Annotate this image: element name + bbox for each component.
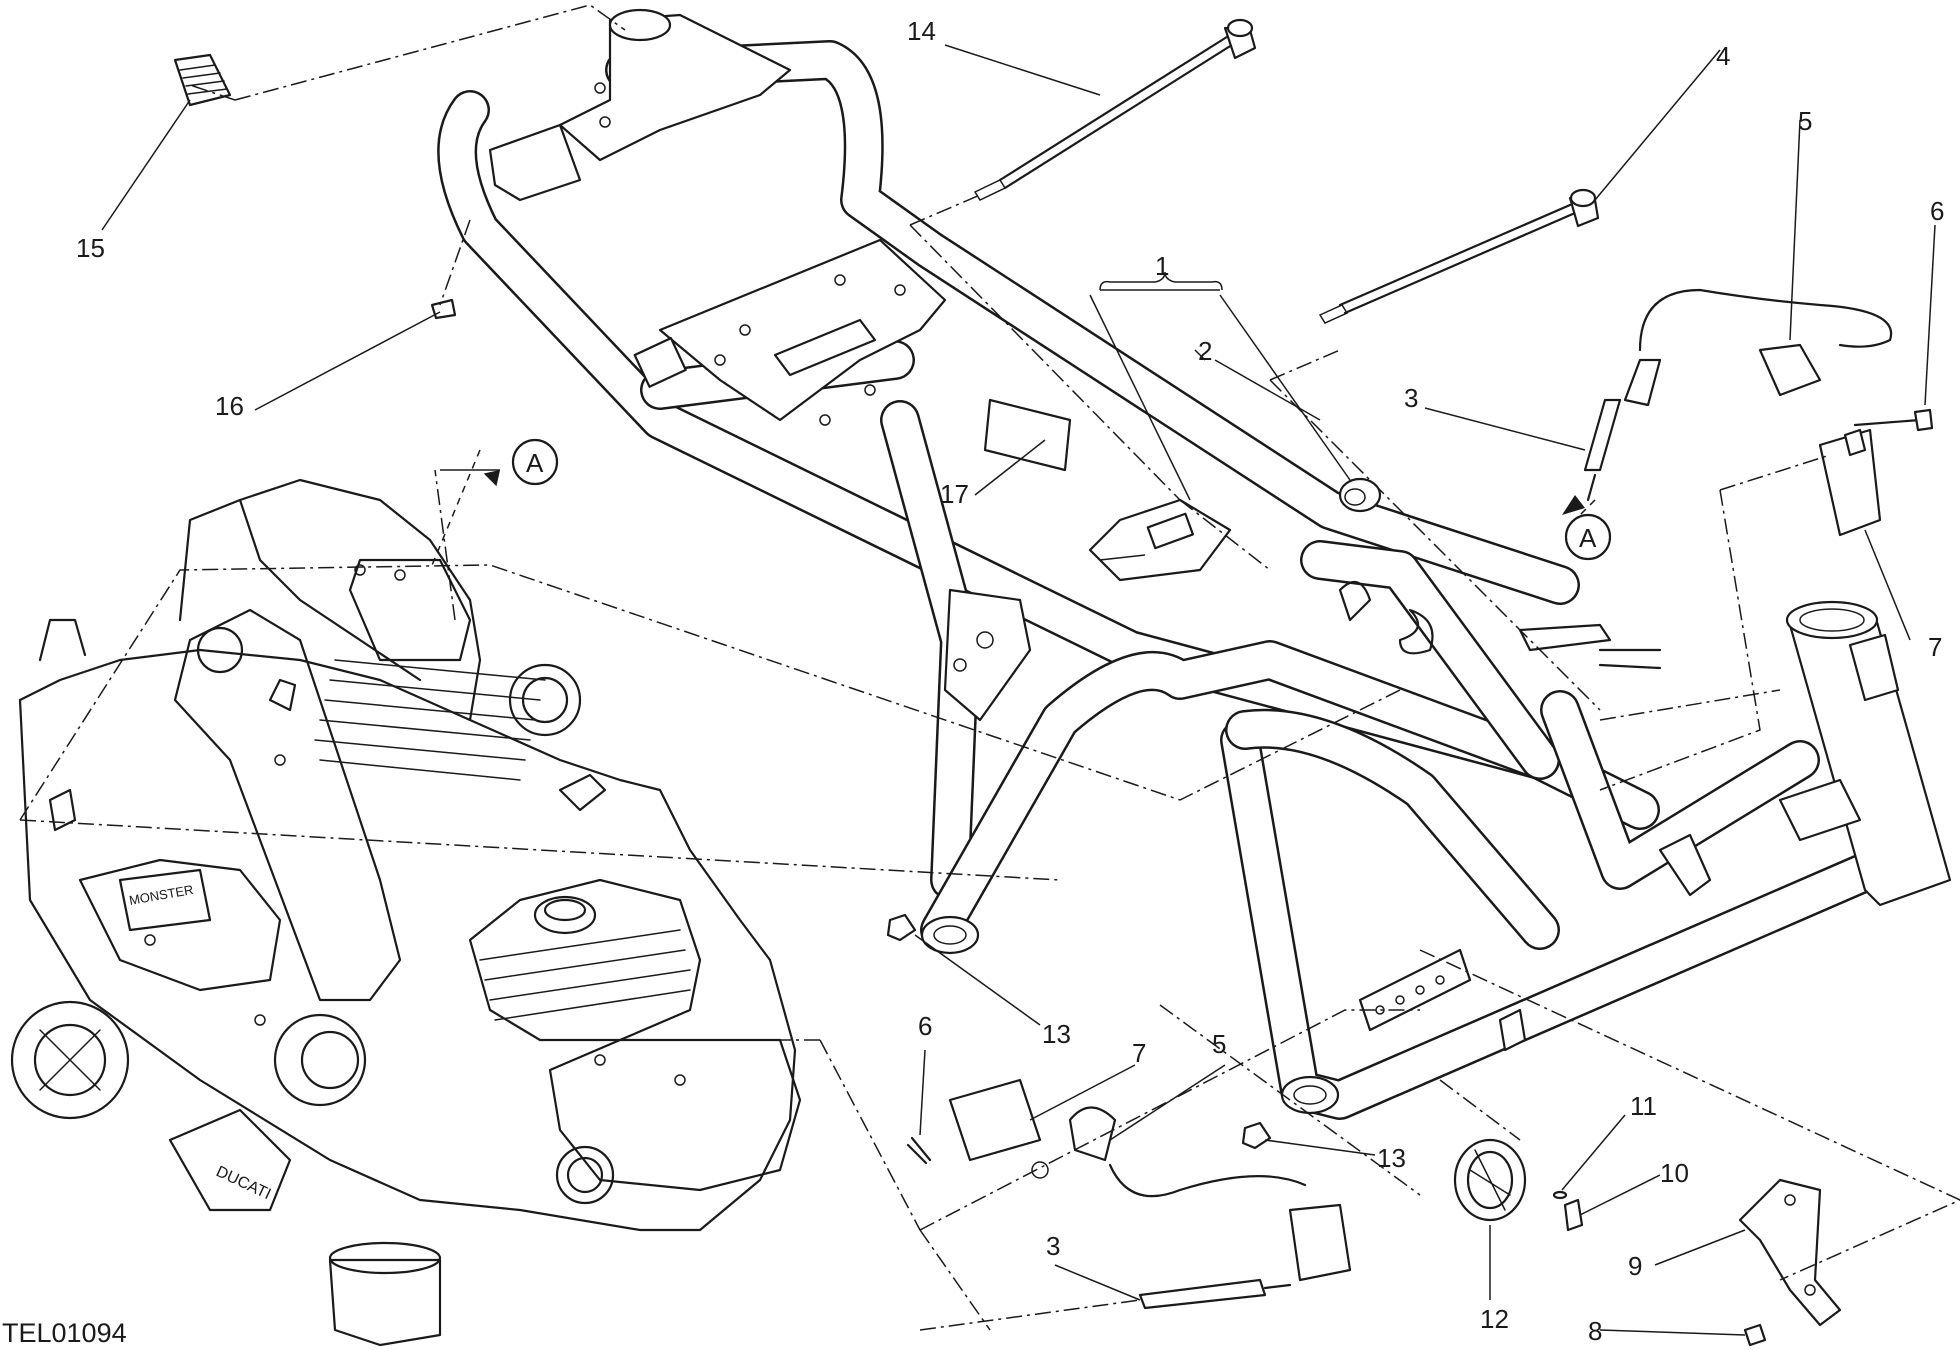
part-2-bush [1338, 477, 1382, 513]
svg-text:A: A [1579, 523, 1597, 553]
assembly-lines [19, 4, 1960, 1331]
callout-16: 16 [215, 391, 244, 421]
ignition-coil-upper [1583, 288, 1934, 537]
callout-3-upper: 3 [1404, 383, 1418, 413]
part-15-grommet [173, 53, 232, 107]
ref-arrow-a-plug [1562, 495, 1585, 515]
callout-6-upper: 6 [1930, 196, 1944, 226]
part-13-nut-lower [1241, 1121, 1272, 1150]
engine-badge-text: MONSTER [128, 882, 195, 908]
part-4-bolt [1318, 188, 1600, 324]
part-13-nut-upper [886, 913, 917, 942]
part-12-horn [1453, 1138, 1527, 1222]
part-10-11-fasteners [1552, 1190, 1584, 1232]
callout-15: 15 [76, 233, 105, 263]
callout-13-upper: 13 [1042, 1019, 1071, 1049]
callout-7-lower: 7 [1132, 1038, 1146, 1068]
callout-2: 2 [1198, 336, 1212, 366]
callout-labels: 1 2 3 3 4 5 5 6 6 7 7 8 9 10 11 12 13 13… [76, 16, 1944, 1346]
part-16-grommet [430, 298, 457, 320]
ref-arrow-a-engine [440, 469, 500, 487]
callout-7-upper: 7 [1928, 632, 1942, 662]
part-9-bracket [1738, 1178, 1842, 1327]
callout-1: 1 [1155, 251, 1169, 281]
callout-6-lower: 6 [918, 1011, 932, 1041]
callout-12: 12 [1480, 1304, 1509, 1334]
part-8-screw [1743, 1323, 1767, 1347]
engine-logo-text: DUCATI [213, 1163, 273, 1203]
leader-lines [101, 44, 1936, 1336]
callout-14: 14 [907, 16, 936, 46]
callout-10: 10 [1660, 1158, 1689, 1188]
part-14-bolt [973, 18, 1257, 201]
callout-13-lower: 13 [1377, 1143, 1406, 1173]
callout-5-upper: 5 [1798, 106, 1812, 136]
ref-mark-a-engine: A [511, 438, 559, 486]
callout-11: 11 [1630, 1091, 1657, 1121]
main-frame [437, 8, 1952, 1120]
callout-3-lower: 3 [1046, 1231, 1060, 1261]
cylinder-fins-horizontal [479, 929, 691, 1021]
callout-8: 8 [1588, 1316, 1602, 1346]
ignition-coil-lower [906, 1078, 1352, 1310]
svg-text:A: A [526, 448, 544, 478]
callout-5-lower: 5 [1212, 1029, 1226, 1059]
callout-9: 9 [1628, 1251, 1642, 1281]
callout-4: 4 [1716, 41, 1730, 71]
cylinder-fins-vertical [314, 659, 546, 781]
drawing-code: TEL01094 [2, 1318, 127, 1348]
engine-assembly: MONSTER DUCATI [10, 478, 802, 1347]
ref-mark-a-plug: A [1564, 513, 1612, 561]
callout-17: 17 [940, 479, 969, 509]
